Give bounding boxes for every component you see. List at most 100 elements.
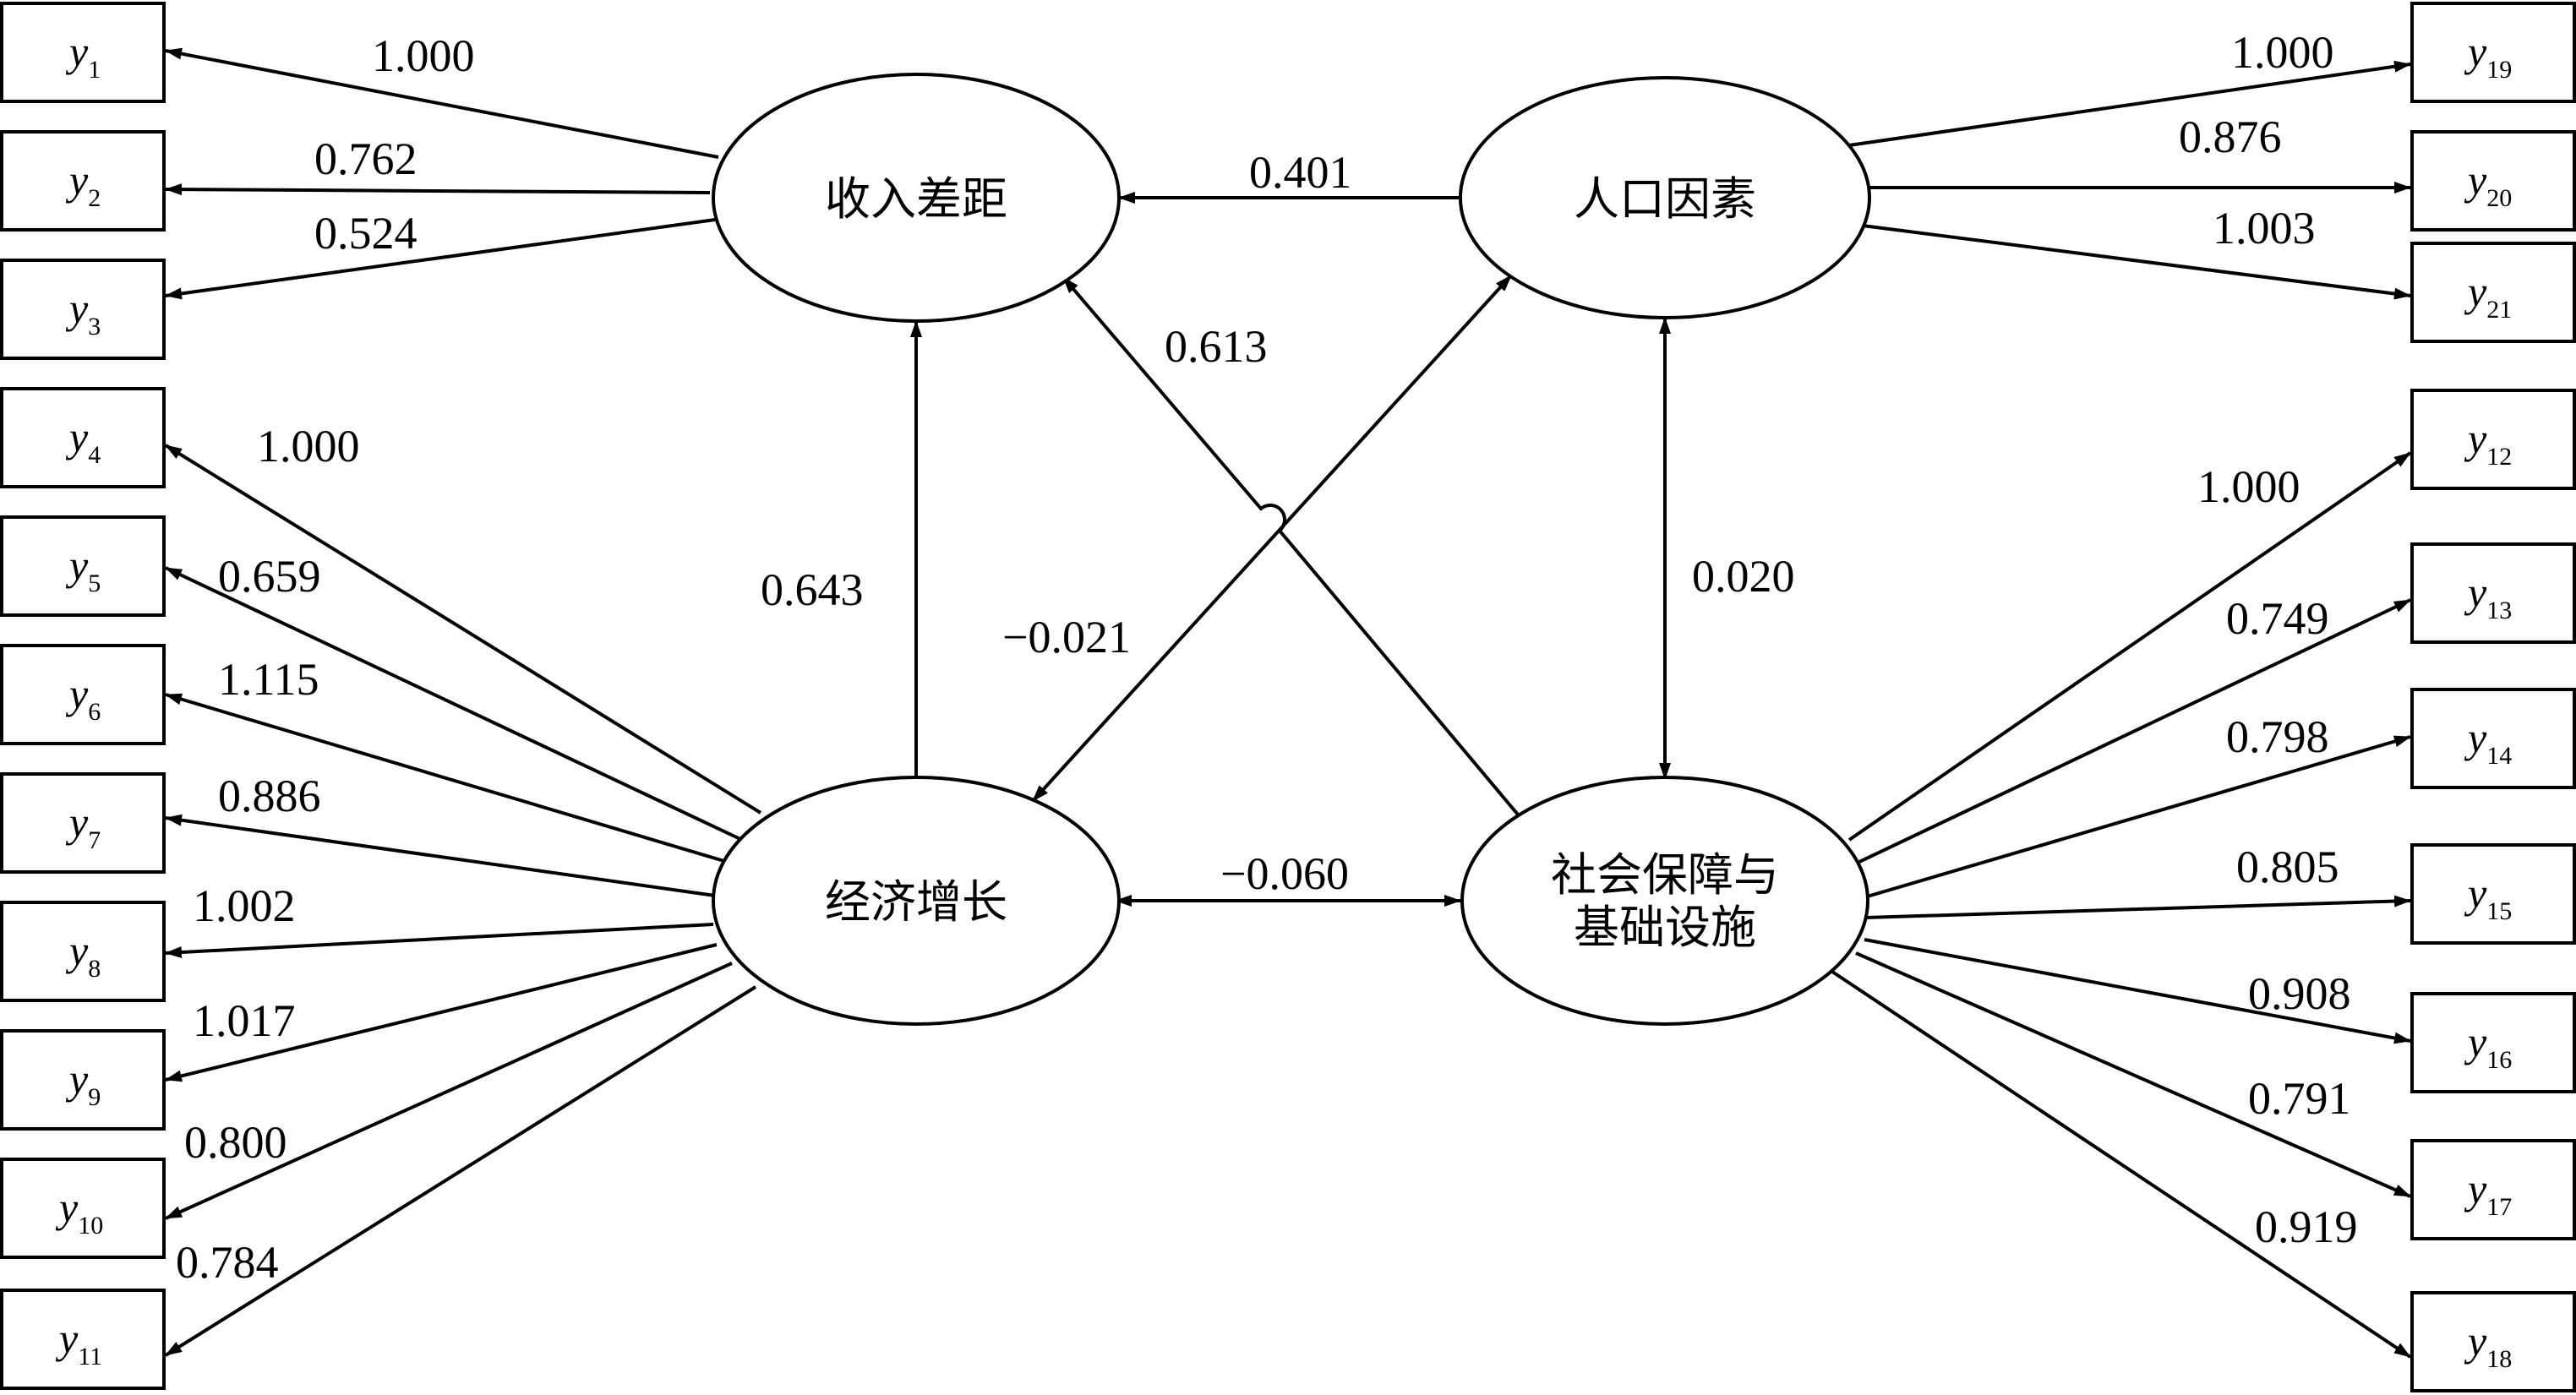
loading-label-y16: 0.908 bbox=[2248, 968, 2351, 1019]
indicator-label-y1: y1 bbox=[65, 28, 101, 84]
latent-population-label: 人口因素 bbox=[1574, 172, 1756, 226]
indicator-label-y11: y11 bbox=[55, 1315, 102, 1370]
path-label-social-to-income: 0.613 bbox=[1165, 321, 1268, 372]
loading-label-y19: 1.000 bbox=[2231, 27, 2334, 78]
indicator-label-y13: y13 bbox=[2464, 569, 2512, 624]
indicator-box-y19: y19 bbox=[2410, 2, 2576, 103]
loading-label-y20: 0.876 bbox=[2179, 112, 2282, 162]
loading-arrow-y12 bbox=[1847, 451, 2412, 842]
indicator-box-y8: y8 bbox=[0, 901, 166, 1002]
indicator-box-y14: y14 bbox=[2410, 688, 2576, 789]
indicator-box-y11: y11 bbox=[0, 1289, 166, 1390]
indicator-label-y7: y7 bbox=[65, 798, 101, 854]
loading-arrow-y2 bbox=[165, 183, 711, 196]
loading-arrow-y14 bbox=[1864, 735, 2411, 899]
latent-income-gap: 收入差距 bbox=[712, 73, 1121, 323]
indicator-label-y4: y4 bbox=[65, 413, 101, 469]
loading-arrow-y19 bbox=[1848, 60, 2411, 147]
loading-label-y10: 0.800 bbox=[184, 1117, 287, 1168]
indicator-box-y3: y3 bbox=[0, 259, 166, 360]
loading-label-y13: 0.749 bbox=[2226, 593, 2329, 644]
indicator-label-y9: y9 bbox=[65, 1055, 101, 1111]
path-label-population-to-income: 0.401 bbox=[1249, 147, 1352, 198]
loading-arrow-y15 bbox=[1865, 895, 2411, 919]
path-label-growth-social: −0.060 bbox=[1220, 848, 1349, 899]
indicator-box-y17: y17 bbox=[2410, 1139, 2576, 1240]
indicator-box-y5: y5 bbox=[0, 515, 166, 617]
path-social-to-income bbox=[1062, 275, 1520, 816]
loading-arrow-y16 bbox=[1864, 938, 2411, 1044]
latent-income-gap-label: 收入差距 bbox=[825, 172, 1007, 226]
indicator-box-y2: y2 bbox=[0, 130, 166, 232]
path-growth-population bbox=[1031, 274, 1513, 803]
indicator-box-y1: y1 bbox=[0, 2, 166, 103]
indicator-box-y16: y16 bbox=[2410, 992, 2576, 1093]
loading-label-y2: 0.762 bbox=[314, 134, 418, 184]
indicator-label-y14: y14 bbox=[2464, 714, 2512, 770]
loading-label-y18: 0.919 bbox=[2255, 1202, 2358, 1252]
loading-arrow-y7 bbox=[165, 814, 716, 897]
loading-label-y14: 0.798 bbox=[2226, 711, 2329, 762]
indicator-box-y15: y15 bbox=[2410, 843, 2576, 945]
indicator-box-y20: y20 bbox=[2410, 130, 2576, 232]
indicator-label-y12: y12 bbox=[2464, 415, 2512, 471]
indicator-box-y13: y13 bbox=[2410, 542, 2576, 644]
indicator-label-y8: y8 bbox=[65, 927, 101, 983]
indicator-box-y9: y9 bbox=[0, 1029, 166, 1131]
indicator-label-y16: y16 bbox=[2464, 1018, 2512, 1074]
indicator-box-y21: y21 bbox=[2410, 242, 2576, 343]
indicator-label-y19: y19 bbox=[2464, 28, 2512, 84]
indicator-label-y6: y6 bbox=[65, 670, 101, 726]
latent-social-security: 社会保障与 基础设施 bbox=[1460, 776, 1869, 1026]
indicator-box-y4: y4 bbox=[0, 387, 166, 488]
loading-label-y1: 1.000 bbox=[372, 30, 475, 81]
latent-economic-growth-label: 经济增长 bbox=[825, 875, 1007, 929]
loading-arrow-y4 bbox=[164, 444, 762, 815]
latent-economic-growth: 经济增长 bbox=[712, 776, 1121, 1026]
path-label-population-social: 0.020 bbox=[1692, 551, 1795, 602]
indicator-label-y17: y17 bbox=[2464, 1165, 2512, 1221]
loading-label-y12: 1.000 bbox=[2197, 461, 2300, 512]
indicator-box-y6: y6 bbox=[0, 644, 166, 745]
loading-label-y11: 0.784 bbox=[176, 1237, 279, 1288]
loading-label-y7: 0.886 bbox=[218, 771, 321, 821]
indicator-box-y10: y10 bbox=[0, 1158, 166, 1259]
loading-arrow-y6 bbox=[165, 693, 728, 864]
indicator-label-y10: y10 bbox=[55, 1184, 103, 1240]
indicator-label-y20: y20 bbox=[2464, 156, 2512, 212]
latent-social-security-label-line1: 社会保障与 bbox=[1551, 848, 1779, 902]
loading-label-y3: 0.524 bbox=[314, 208, 418, 259]
loading-arrow-y13 bbox=[1858, 598, 2411, 864]
indicator-label-y2: y2 bbox=[65, 156, 101, 212]
loading-arrow-y1 bbox=[165, 47, 719, 159]
loading-label-y4: 1.000 bbox=[257, 421, 360, 471]
indicator-label-y3: y3 bbox=[65, 285, 101, 341]
loading-arrow-y5 bbox=[165, 566, 743, 842]
loading-arrow-y17 bbox=[1855, 951, 2411, 1198]
latent-population: 人口因素 bbox=[1459, 76, 1871, 319]
loading-arrow-y8 bbox=[165, 923, 714, 958]
loading-label-y21: 1.003 bbox=[2213, 203, 2316, 253]
loading-label-y8: 1.002 bbox=[193, 880, 296, 931]
indicator-box-y7: y7 bbox=[0, 772, 166, 874]
indicator-box-y12: y12 bbox=[2410, 389, 2576, 490]
loading-label-y17: 0.791 bbox=[2248, 1073, 2351, 1124]
loading-arrow-y10 bbox=[165, 962, 733, 1220]
loading-arrow-y11 bbox=[164, 985, 757, 1357]
path-label-growth-population: −0.021 bbox=[1002, 612, 1131, 662]
indicator-label-y21: y21 bbox=[2464, 268, 2512, 324]
loading-arrow-y3 bbox=[165, 218, 716, 300]
indicator-label-y15: y15 bbox=[2464, 869, 2512, 925]
loading-arrow-y18 bbox=[1826, 967, 2412, 1359]
loading-label-y15: 0.805 bbox=[2236, 842, 2339, 892]
indicator-label-y5: y5 bbox=[65, 542, 101, 597]
loading-label-y6: 1.115 bbox=[218, 654, 319, 705]
indicator-label-y18: y18 bbox=[2464, 1317, 2512, 1373]
latent-social-security-label-line2: 基础设施 bbox=[1574, 901, 1756, 954]
loading-label-y5: 0.659 bbox=[218, 551, 321, 602]
indicator-box-y18: y18 bbox=[2410, 1291, 2576, 1392]
loading-arrow-y9 bbox=[165, 943, 718, 1082]
loading-arrow-y21 bbox=[1855, 223, 2411, 300]
path-label-growth-to-income: 0.643 bbox=[761, 564, 864, 615]
